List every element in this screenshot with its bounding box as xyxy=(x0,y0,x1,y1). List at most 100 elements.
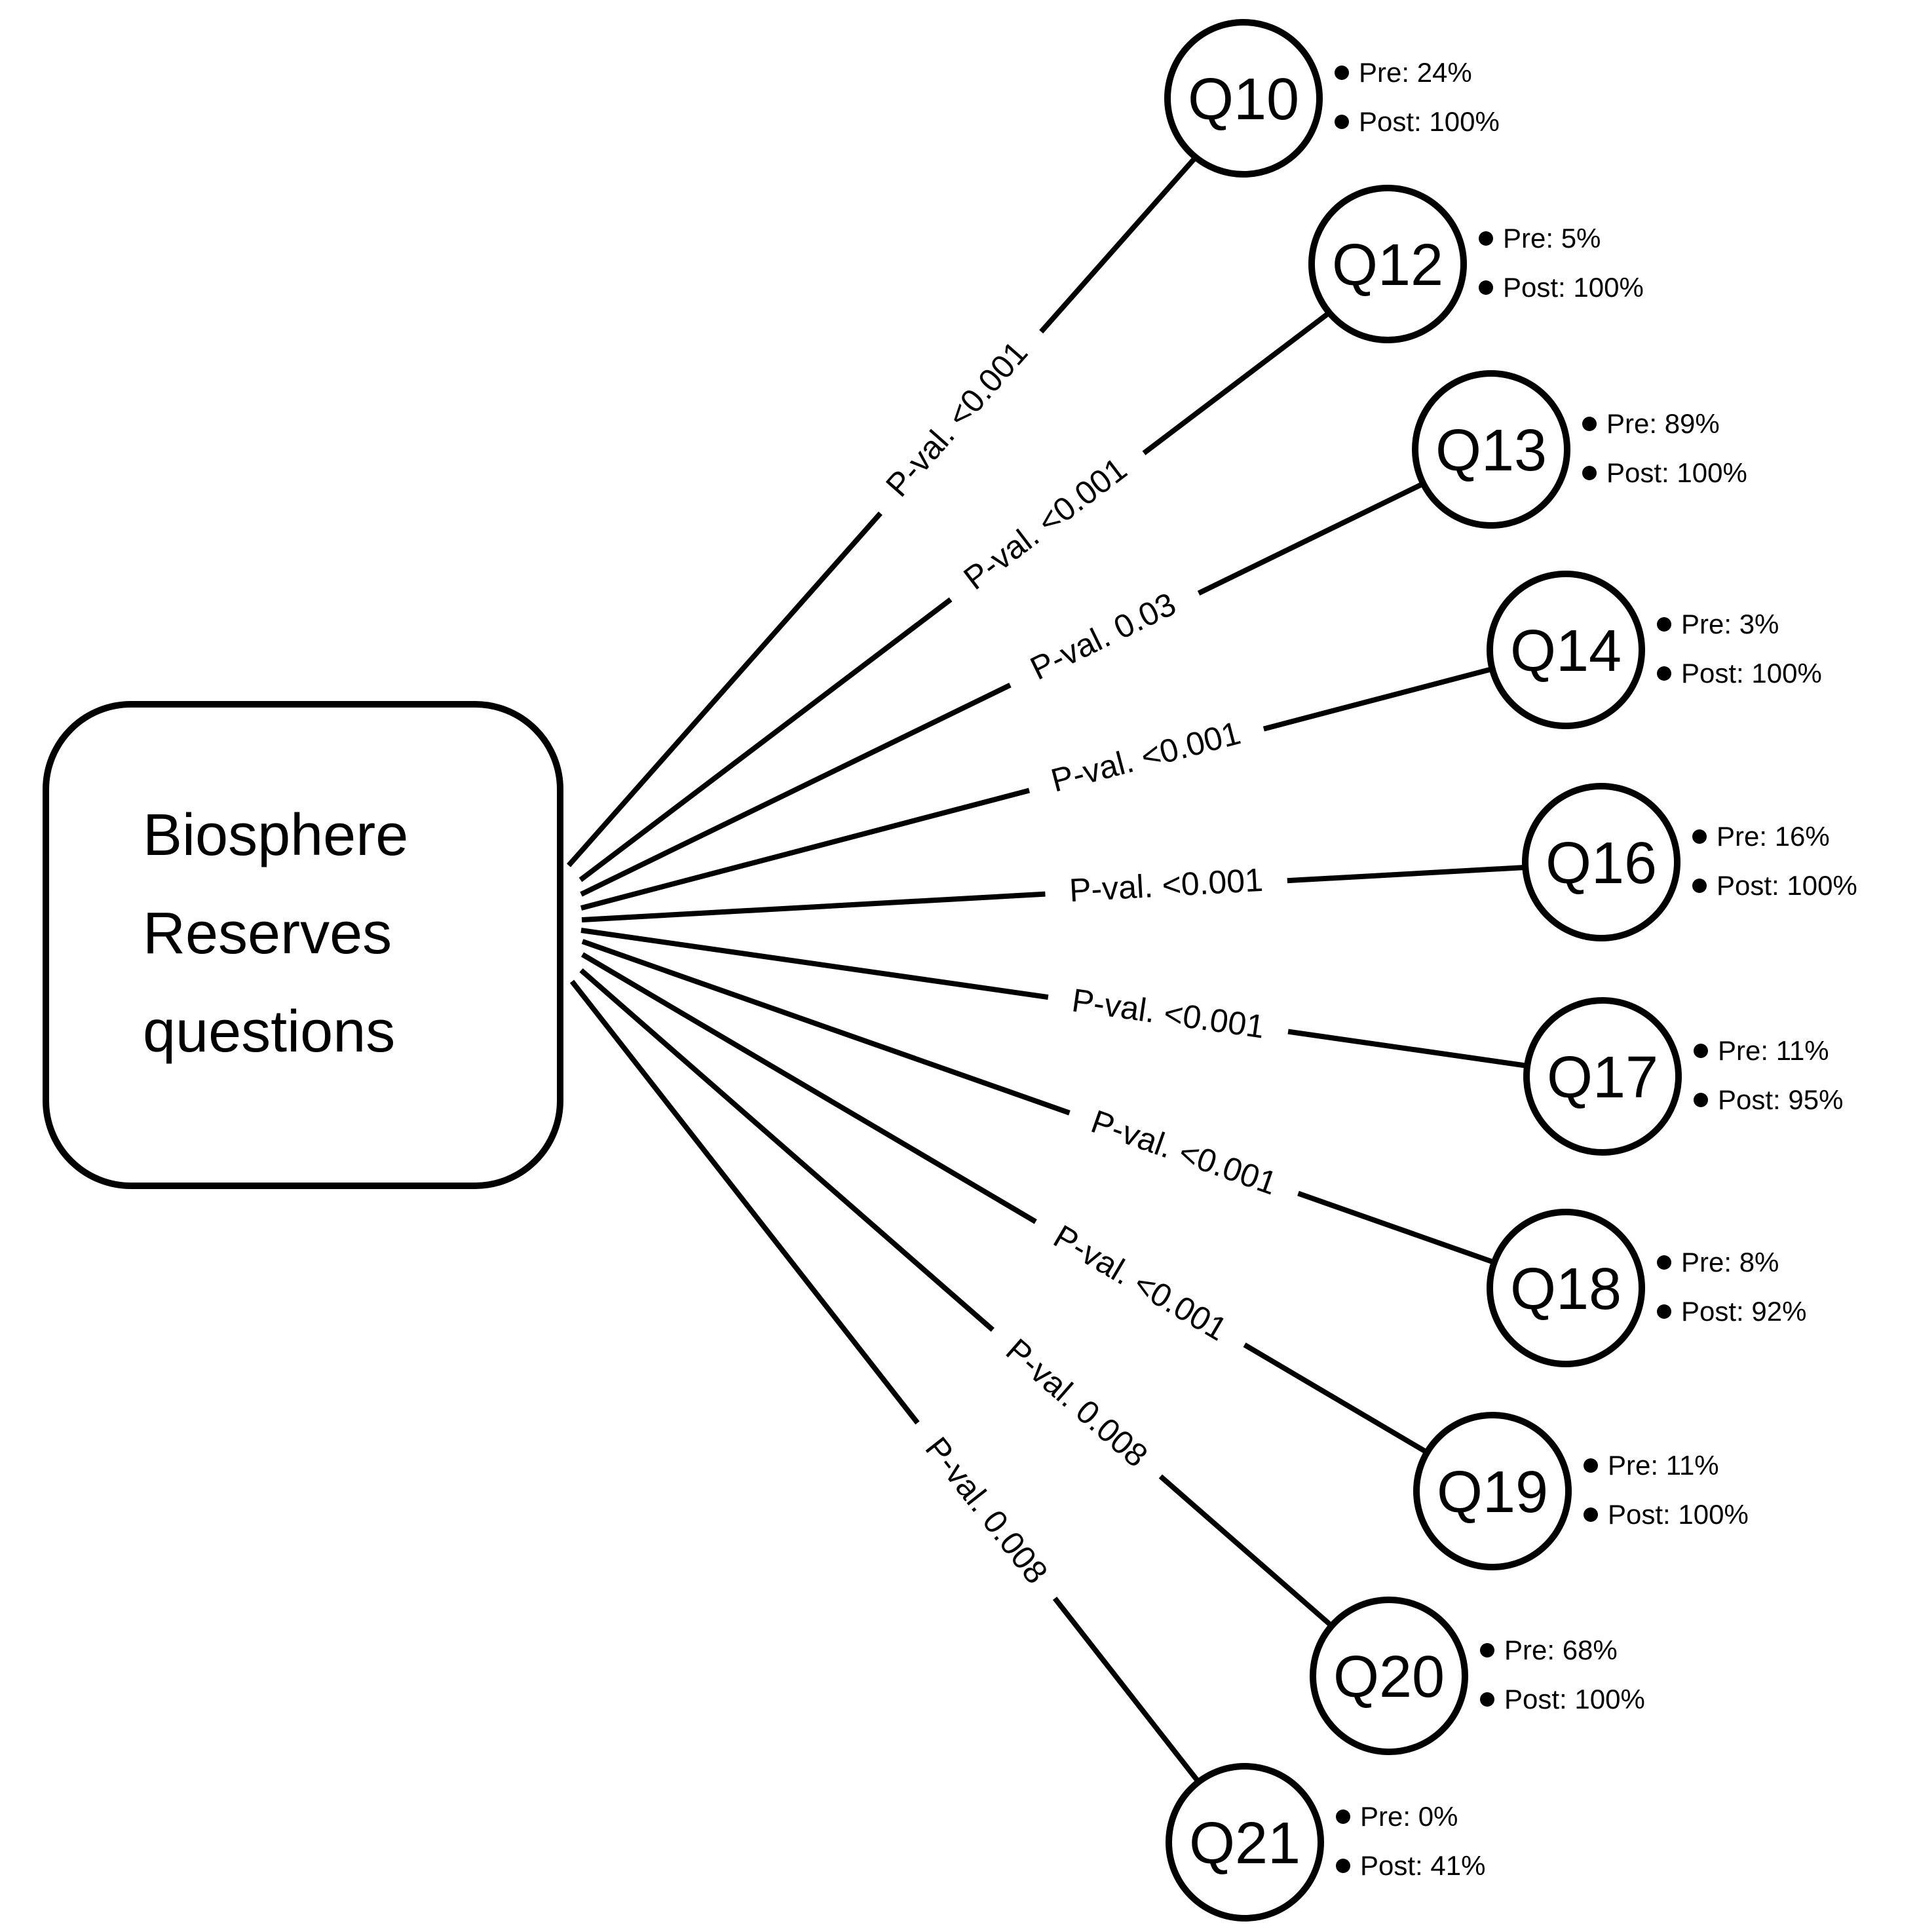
node-q21: Q21 Pre: 0% Post: 41% xyxy=(1166,1763,1485,1922)
node-stat-pre: Pre: 5% xyxy=(1503,223,1601,254)
edge-label-background xyxy=(929,425,1162,624)
node-label-q12: Q12 xyxy=(1332,233,1443,298)
node-stat-post: Post: 92% xyxy=(1681,1296,1806,1327)
edge-label-background xyxy=(971,1305,1182,1502)
edge-pvalue-label: P-val. 0.008 xyxy=(918,1430,1055,1591)
bullet-icon xyxy=(1479,280,1493,295)
node-label-q16: Q16 xyxy=(1546,831,1657,896)
bullet-icon xyxy=(1694,1093,1708,1107)
node-stat-pre: Pre: 11% xyxy=(1608,1450,1719,1481)
edge-label-background xyxy=(852,307,1063,532)
bullet-icon xyxy=(1657,1304,1671,1319)
node-stat-pre: Pre: 0% xyxy=(1360,1801,1458,1832)
edge-label-q16: P-val. <0.001 xyxy=(1043,846,1289,926)
edge-label-background xyxy=(1043,846,1289,926)
node-label-q17: Q17 xyxy=(1547,1045,1658,1110)
node-circle-q13 xyxy=(1412,370,1570,529)
node-circle-q17 xyxy=(1523,997,1682,1156)
node-label-q14: Q14 xyxy=(1510,618,1622,684)
node-q10: Q10 Pre: 24% Post: 100% xyxy=(1164,19,1500,178)
node-label-q10: Q10 xyxy=(1188,67,1299,132)
node-stat-pre: Pre: 16% xyxy=(1717,821,1830,852)
node-circle-q18 xyxy=(1487,1209,1645,1367)
node-label-q20: Q20 xyxy=(1333,1644,1445,1710)
node-q14: Q14 Pre: 3% Post: 100% xyxy=(1487,571,1822,729)
node-q12: Q12 Pre: 5% Post: 100% xyxy=(1308,185,1644,343)
bullet-icon xyxy=(1692,879,1707,893)
edge-pvalue-label: P-val. <0.001 xyxy=(957,450,1134,597)
node-q13: Q13 Pre: 89% Post: 100% xyxy=(1412,370,1747,529)
edge-line-q13 xyxy=(580,481,1425,897)
node-label-q21: Q21 xyxy=(1189,1811,1300,1876)
bullet-icon xyxy=(1480,1643,1494,1657)
node-stat-post: Post: 100% xyxy=(1717,870,1857,901)
edge-line-q20 xyxy=(579,968,1335,1629)
node-circle-q14 xyxy=(1487,571,1645,729)
bullet-icon xyxy=(1479,231,1493,246)
edge-label-background xyxy=(1043,964,1293,1064)
edge-pvalue-label: P-val. <0.001 xyxy=(879,334,1034,504)
edge-line-q19 xyxy=(580,952,1430,1456)
node-q17: Q17 Pre: 11% Post: 95% xyxy=(1523,997,1843,1156)
node-circle-q16 xyxy=(1522,783,1680,941)
edge-line-q21 xyxy=(569,979,1202,1785)
bullet-icon xyxy=(1336,1809,1350,1824)
node-stat-post: Post: 95% xyxy=(1718,1084,1843,1115)
edge-label-q18: P-val. <0.001 xyxy=(1058,1082,1310,1224)
bullet-icon xyxy=(1336,1859,1350,1873)
edge-labels: P-val. <0.001 P-val. <0.001 P-val. 0.03 … xyxy=(852,307,1310,1619)
bullet-icon xyxy=(1582,417,1597,431)
root-node-box xyxy=(43,701,563,1189)
bullet-icon xyxy=(1694,1044,1708,1058)
edge-pvalue-label: P-val. 0.008 xyxy=(999,1331,1155,1474)
node-q20: Q20 Pre: 68% Post: 100% xyxy=(1310,1597,1645,1755)
edge-label-q20: P-val. 0.008 xyxy=(971,1305,1182,1502)
node-stat-post: Post: 100% xyxy=(1681,658,1822,689)
node-circle-q10 xyxy=(1164,19,1323,178)
node-stat-post: Post: 100% xyxy=(1608,1499,1749,1530)
node-stat-pre: Pre: 11% xyxy=(1718,1035,1829,1066)
edge-label-q14: P-val. <0.001 xyxy=(1020,694,1272,820)
node-stat-pre: Pre: 68% xyxy=(1504,1635,1618,1665)
bullet-icon xyxy=(1584,1507,1598,1522)
node-label-q18: Q18 xyxy=(1510,1257,1622,1322)
bullet-icon xyxy=(1480,1692,1494,1707)
node-stat-pre: Pre: 89% xyxy=(1606,408,1720,439)
node-circle-q20 xyxy=(1310,1597,1468,1755)
edge-label-background xyxy=(1020,694,1272,820)
edge-line-q18 xyxy=(581,939,1496,1265)
bullet-icon xyxy=(1582,466,1597,480)
node-stat-post: Post: 41% xyxy=(1360,1850,1485,1881)
node-q16: Q16 Pre: 16% Post: 100% xyxy=(1522,783,1857,941)
edge-label-q21: P-val. 0.008 xyxy=(891,1403,1081,1619)
bullet-icon xyxy=(1692,829,1707,844)
node-circle-q21 xyxy=(1166,1763,1324,1922)
node-stat-pre: Pre: 24% xyxy=(1359,57,1472,88)
node-q18: Q18 Pre: 8% Post: 92% xyxy=(1487,1209,1806,1367)
bullet-icon xyxy=(1657,1255,1671,1270)
node-label-q19: Q19 xyxy=(1437,1460,1548,1525)
question-nodes: Q10 Pre: 24% Post: 100% Q12 Pre: 5% Post… xyxy=(1164,19,1857,1922)
root-label-line-3: questions xyxy=(143,999,395,1065)
node-stat-post: Post: 100% xyxy=(1504,1684,1645,1714)
bullet-icon xyxy=(1335,115,1349,129)
root-label-line-1: Biosphere xyxy=(143,803,408,868)
node-stat-post: Post: 100% xyxy=(1359,106,1500,137)
node-stat-post: Post: 100% xyxy=(1503,272,1644,303)
node-circle-q12 xyxy=(1308,185,1467,343)
node-label-q13: Q13 xyxy=(1435,418,1547,483)
node-stat-pre: Pre: 3% xyxy=(1681,609,1779,639)
root-node: Biosphere Reserves questions xyxy=(43,701,563,1189)
bullet-icon xyxy=(1657,617,1671,632)
edge-label-q17: P-val. <0.001 xyxy=(1043,964,1293,1064)
bullet-icon xyxy=(1584,1458,1598,1473)
node-stat-pre: Pre: 8% xyxy=(1681,1247,1779,1278)
node-stat-post: Post: 100% xyxy=(1606,457,1747,488)
edge-label-background xyxy=(995,561,1212,713)
bullet-icon xyxy=(1335,66,1349,80)
node-q19: Q19 Pre: 11% Post: 100% xyxy=(1413,1412,1749,1570)
root-label-line-2: Reserves xyxy=(143,901,392,966)
edge-label-background xyxy=(891,1403,1081,1619)
edge-label-q13: P-val. 0.03 xyxy=(995,561,1212,713)
